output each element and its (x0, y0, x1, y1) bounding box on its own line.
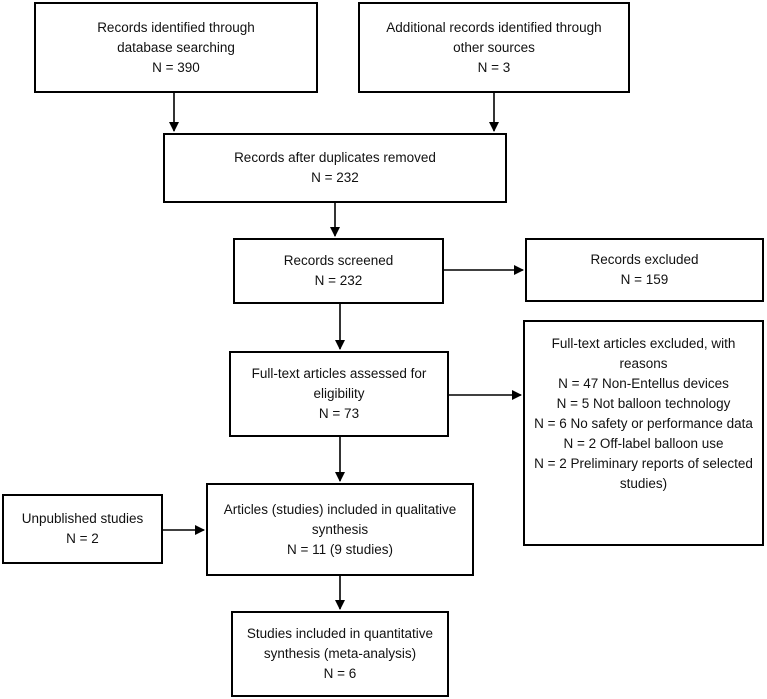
box-line: Full-text articles excluded, with (551, 336, 736, 351)
records-database-box: Records identified through database sear… (34, 2, 318, 93)
box-line: N = 2 (66, 531, 99, 546)
box-line: Full-text articles assessed for (251, 366, 427, 381)
box-line: N = 6 No safety or performance data (534, 416, 753, 431)
box-line: N = 11 (9 studies) (287, 541, 393, 557)
additional-records-box: Additional records identified through ot… (358, 2, 630, 93)
box-line: N = 390 (152, 59, 200, 75)
box-line: other sources (453, 39, 535, 55)
box-line: Records identified through (97, 19, 255, 35)
box-line: N = 159 (620, 272, 669, 287)
box-line: reasons (619, 356, 668, 371)
duplicates-removed-box: Records after duplicates removed N = 232 (163, 133, 507, 203)
box-line: studies) (619, 476, 668, 491)
box-line: synthesis (311, 521, 369, 537)
fulltext-excluded-box: Full-text articles excluded, with reason… (523, 320, 764, 546)
box-line: Studies included in quantitative (246, 626, 434, 641)
unpublished-studies-box: Unpublished studies N = 2 (2, 494, 163, 564)
box-line: Additional records identified through (386, 19, 602, 35)
box-line: synthesis (meta-analysis) (263, 646, 417, 661)
fulltext-assessed-box: Full-text articles assessed for eligibil… (229, 351, 449, 437)
box-line: eligibility (313, 386, 365, 401)
box-line: Records excluded (590, 252, 699, 267)
qualitative-synthesis-box: Articles (studies) included in qualitati… (206, 483, 474, 576)
box-line: database searching (117, 39, 235, 55)
box-line: N = 2 Off-label balloon use (563, 436, 724, 451)
quantitative-synthesis-box: Studies included in quantitative synthes… (231, 611, 449, 697)
box-line: N = 232 (314, 273, 363, 288)
box-line: N = 5 Not balloon technology (556, 396, 731, 411)
box-line: N = 232 (311, 170, 359, 185)
box-line: N = 47 Non-Entellus devices (558, 376, 729, 391)
box-line: N = 6 (323, 666, 357, 681)
records-excluded-box: Records excluded N = 159 (525, 238, 764, 302)
box-line: Records screened (283, 253, 394, 268)
box-line: Articles (studies) included in qualitati… (223, 501, 457, 517)
box-line: Records after duplicates removed (234, 150, 436, 165)
box-line: N = 3 (477, 59, 511, 75)
box-line: N = 2 Preliminary reports of selected (534, 456, 753, 471)
records-screened-box: Records screened N = 232 (233, 238, 444, 304)
box-line: Unpublished studies (21, 511, 144, 526)
box-line: N = 73 (318, 406, 360, 421)
